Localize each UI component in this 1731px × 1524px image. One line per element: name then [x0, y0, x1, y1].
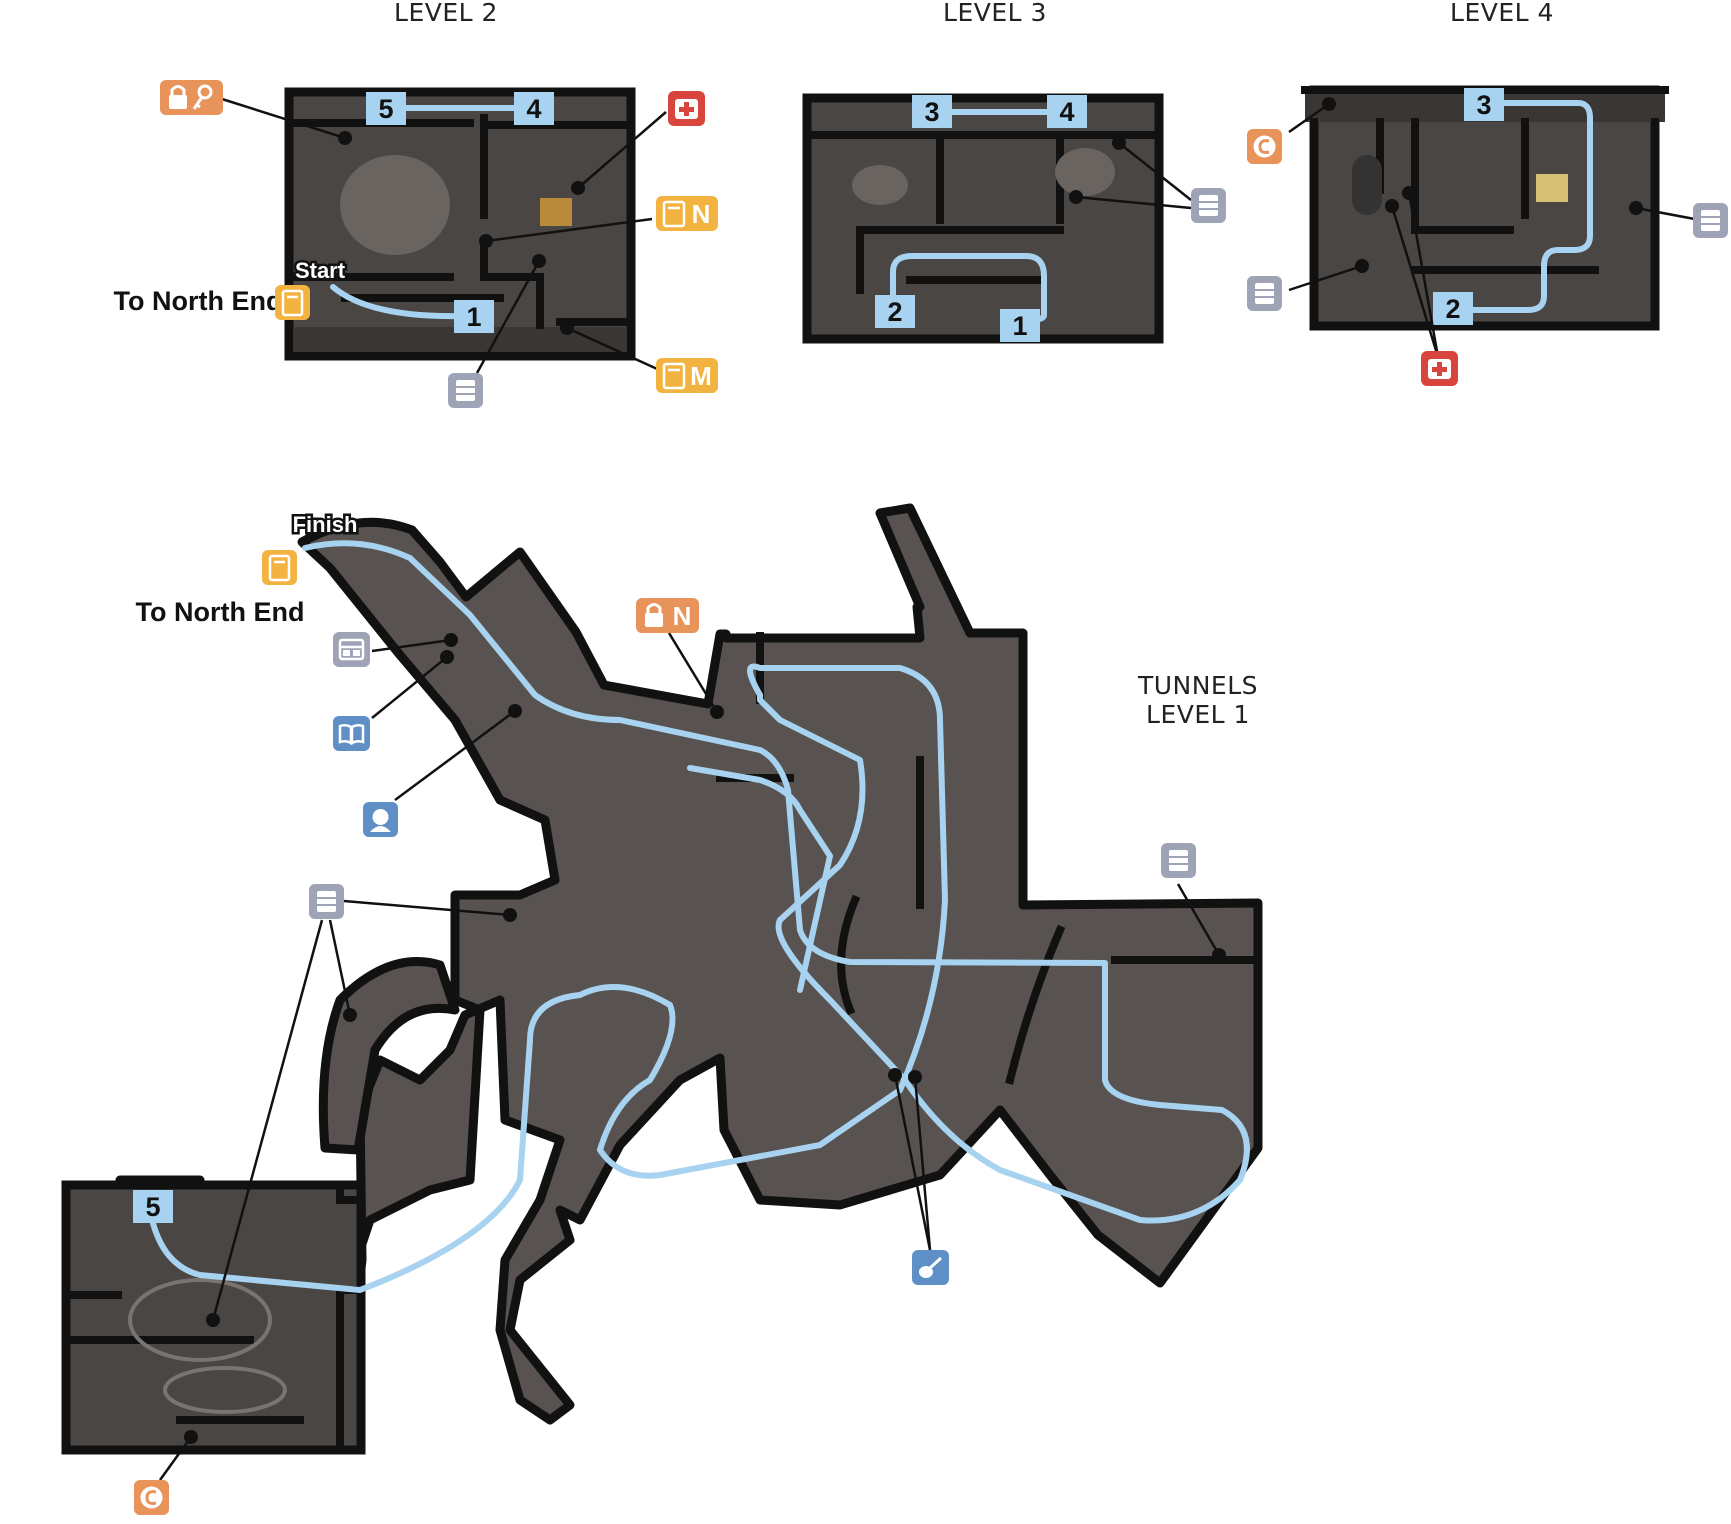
locked-safe-key-icon[interactable]: [160, 80, 223, 115]
level-3-map: [802, 93, 1164, 344]
svg-text:2: 2: [1445, 294, 1460, 324]
start-label: Start: [295, 258, 346, 283]
step-label: 3: [912, 95, 952, 128]
note-n-icon[interactable]: N: [656, 196, 718, 231]
step-label: 1: [1000, 309, 1040, 342]
step-label: 4: [1047, 95, 1087, 128]
leaders: [158, 97, 1701, 1481]
door-icon[interactable]: [262, 550, 297, 585]
svg-text:3: 3: [924, 97, 939, 127]
svg-text:5: 5: [145, 1192, 160, 1222]
medkit-icon[interactable]: [668, 91, 705, 126]
shelf-storage-icon[interactable]: [1161, 843, 1196, 878]
step-label: 5: [133, 1190, 173, 1223]
step-label: 3: [1464, 88, 1504, 121]
level-2-map: [284, 87, 636, 361]
portrait-icon[interactable]: [363, 802, 398, 837]
svg-text:N: N: [692, 199, 711, 229]
level-2-title: LEVEL 2: [394, 0, 498, 27]
svg-text:M: M: [690, 361, 712, 391]
svg-text:2: 2: [887, 297, 902, 327]
step-labels: 5 4 1 3 4 2 1 3 2 5: [133, 88, 1504, 1223]
locked-door-n-icon[interactable]: N: [636, 598, 699, 633]
level-3-title: LEVEL 3: [943, 0, 1047, 27]
level-4-map: [1301, 85, 1669, 331]
tunnels-exit-label: To North End: [136, 597, 305, 627]
svg-text:4: 4: [526, 94, 541, 124]
tunnels-title-line1: TUNNELS: [1137, 671, 1258, 700]
coin-icon[interactable]: [1247, 129, 1282, 164]
level2-exit-label: To North End: [114, 286, 283, 316]
poster-icon[interactable]: [333, 632, 370, 667]
tunnels-title-line2: LEVEL 1: [1146, 700, 1250, 729]
step-label: 1: [454, 300, 494, 333]
tunnels-map: [61, 503, 1263, 1455]
shelf-storage-icon[interactable]: [1191, 188, 1226, 223]
step-label: 2: [1433, 292, 1473, 325]
step-label: 5: [366, 92, 406, 125]
instrument-icon[interactable]: [912, 1250, 949, 1285]
svg-text:N: N: [673, 601, 692, 631]
shelf-storage-icon[interactable]: [1693, 203, 1728, 238]
shelf-storage-icon[interactable]: [309, 884, 344, 919]
door-icon[interactable]: [275, 285, 310, 320]
step-label: 2: [875, 295, 915, 328]
note-m-icon[interactable]: M: [656, 358, 718, 393]
medkit-icon[interactable]: [1421, 351, 1458, 386]
book-icon[interactable]: [333, 716, 370, 751]
svg-text:4: 4: [1059, 97, 1074, 127]
svg-text:3: 3: [1476, 90, 1491, 120]
finish-label: Finish: [293, 512, 358, 537]
svg-text:5: 5: [378, 94, 393, 124]
shelf-storage-icon[interactable]: [1247, 276, 1282, 311]
shelf-storage-icon[interactable]: [448, 373, 483, 408]
svg-text:1: 1: [466, 302, 481, 332]
step-label: 4: [514, 92, 554, 125]
svg-text:1: 1: [1012, 311, 1027, 341]
level-4-title: LEVEL 4: [1450, 0, 1554, 27]
coin-icon[interactable]: [134, 1480, 169, 1515]
